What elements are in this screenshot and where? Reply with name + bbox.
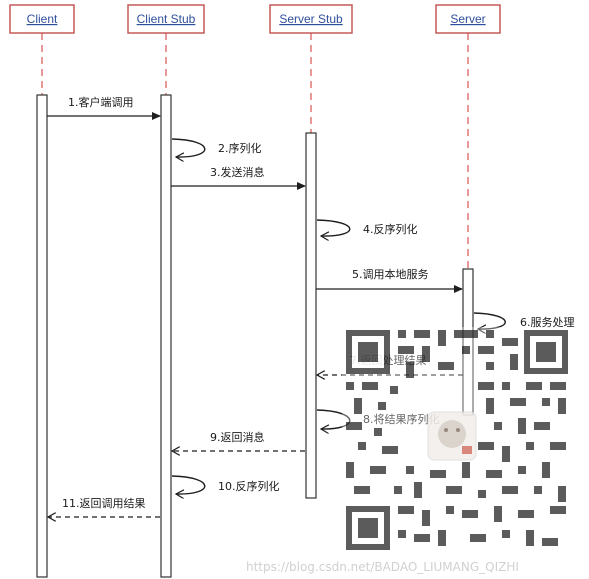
message-label-4: 4.反序列化 bbox=[363, 222, 418, 236]
qr-code-watermark bbox=[342, 327, 574, 559]
qr-finder-top-left bbox=[346, 330, 390, 374]
participant-server-stub: Server Stub bbox=[269, 4, 353, 34]
message-label-1: 1.客户端调用 bbox=[68, 95, 134, 109]
message-label-2: 2.序列化 bbox=[218, 141, 262, 155]
participant-label: Server Stub bbox=[279, 12, 343, 26]
participant-label: Server bbox=[450, 12, 485, 26]
qr-center-avatar bbox=[427, 411, 477, 461]
message-label-8: 8.将结果序列化 bbox=[363, 412, 440, 426]
self-arrow-8 bbox=[316, 409, 351, 429]
activation-server-stub bbox=[305, 132, 317, 499]
self-arrow-10 bbox=[171, 475, 206, 494]
participant-label: Client bbox=[27, 12, 58, 26]
participant-client-stub: Client Stub bbox=[127, 4, 205, 34]
participant-client: Client bbox=[9, 4, 75, 34]
self-arrow-2 bbox=[171, 138, 206, 157]
qr-finder-top-right bbox=[524, 330, 568, 374]
qr-modules bbox=[346, 330, 566, 546]
message-label-9: 9.返回消息 bbox=[210, 430, 265, 444]
qr-finder-bottom-left bbox=[346, 506, 390, 550]
watermark-url: https://blog.csdn.net/BADAO_LIUMANG_QIZH… bbox=[246, 560, 519, 574]
participant-label: Client Stub bbox=[137, 12, 196, 26]
activation-client-stub bbox=[160, 94, 172, 578]
participant-server: Server bbox=[435, 4, 501, 34]
message-label-11: 11.返回调用结果 bbox=[62, 497, 146, 510]
message-label-10: 10.反序列化 bbox=[218, 479, 280, 493]
message-label-6: 6.服务处理 bbox=[520, 316, 575, 329]
activation-client bbox=[36, 94, 48, 578]
self-arrow-4 bbox=[316, 219, 351, 236]
message-label-5: 5.调用本地服务 bbox=[352, 267, 429, 281]
self-arrow-6 bbox=[473, 312, 506, 329]
message-label-3: 3.发送消息 bbox=[210, 165, 265, 179]
